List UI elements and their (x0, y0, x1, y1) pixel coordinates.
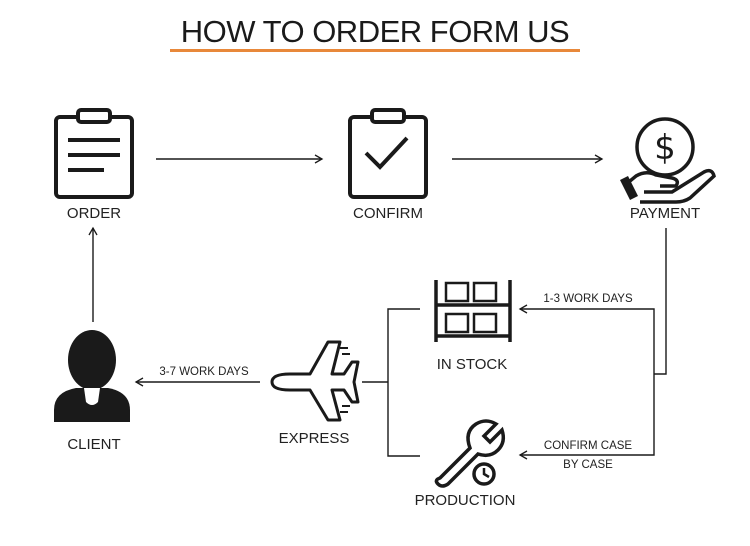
person-icon (54, 330, 130, 422)
hand-dollar-icon: $ (620, 117, 716, 204)
page-title: HOW TO ORDER FORM US (180, 14, 570, 49)
payment-label: PAYMENT (629, 205, 701, 222)
clipboard-check-icon (348, 108, 428, 199)
edge-label-stock-days: 1-3 WORK DAYS (543, 293, 633, 305)
svg-text:$: $ (654, 128, 676, 168)
warehouse-shelf-icon (434, 280, 512, 342)
line-stock-merge (387, 308, 420, 457)
confirm-label: CONFIRM (353, 205, 423, 222)
edge-label-express-days: 3-7 WORK DAYS (159, 366, 249, 378)
clipboard-list-icon (54, 108, 134, 199)
production-label: PRODUCTION (414, 492, 516, 509)
edge-label-production-line1: CONFIRM CASE (543, 440, 633, 452)
wrench-clock-icon (434, 419, 506, 488)
arrow-payment-to-stock (518, 304, 655, 374)
airplane-icon (270, 340, 360, 422)
client-label: CLIENT (67, 436, 121, 453)
express-label: EXPRESS (278, 430, 350, 447)
order-label: ORDER (66, 205, 122, 222)
line-payment-down (654, 228, 667, 375)
arrow-payment-to-production (518, 374, 655, 460)
edge-label-production-line2: BY CASE (563, 459, 613, 471)
title-underline (170, 49, 580, 52)
in-stock-label: IN STOCK (436, 356, 508, 373)
